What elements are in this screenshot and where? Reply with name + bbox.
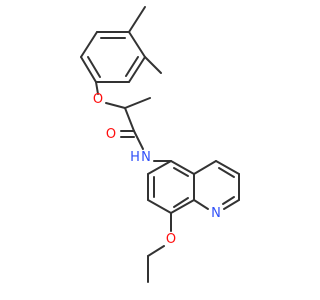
methyl-bond [128, 6, 146, 33]
bond [105, 102, 126, 109]
quinoline-pyridine-ring [193, 160, 240, 210]
aromatic-bond [87, 56, 101, 78]
aromatic-bond [173, 197, 189, 208]
bond [95, 81, 99, 95]
ethoxy-oxygen-label: O [166, 232, 176, 247]
methyl-bond [124, 97, 151, 109]
dimethylphenyl-ring [80, 31, 146, 83]
bond [170, 160, 195, 175]
bond [128, 56, 146, 83]
molecule-structure: O O N H N O [80, 6, 240, 283]
bond [215, 160, 240, 175]
quinoline-benzo-ring [147, 160, 195, 214]
bond [193, 199, 209, 210]
bond [193, 160, 217, 175]
bond [133, 130, 144, 150]
methyl-bond [144, 56, 162, 74]
bond [128, 31, 146, 58]
bond [223, 199, 240, 210]
amide-hydrogen-label: H [130, 150, 140, 165]
aromatic-bond [173, 167, 189, 177]
carbonyl-oxygen-label: O [106, 127, 116, 142]
bond [124, 107, 135, 132]
amide-nitrogen-label: N [141, 150, 151, 165]
bond [170, 199, 195, 214]
bond [147, 160, 172, 175]
bond [147, 245, 165, 257]
aromatic-bond [125, 56, 139, 77]
ether-oxygen-label: O [93, 92, 103, 107]
bond [80, 56, 97, 83]
quinoline-nitrogen-label: N [211, 206, 221, 221]
aromatic-bond [222, 196, 235, 205]
aromatic-bond [218, 167, 235, 178]
bond [80, 31, 98, 58]
bond [147, 199, 172, 214]
